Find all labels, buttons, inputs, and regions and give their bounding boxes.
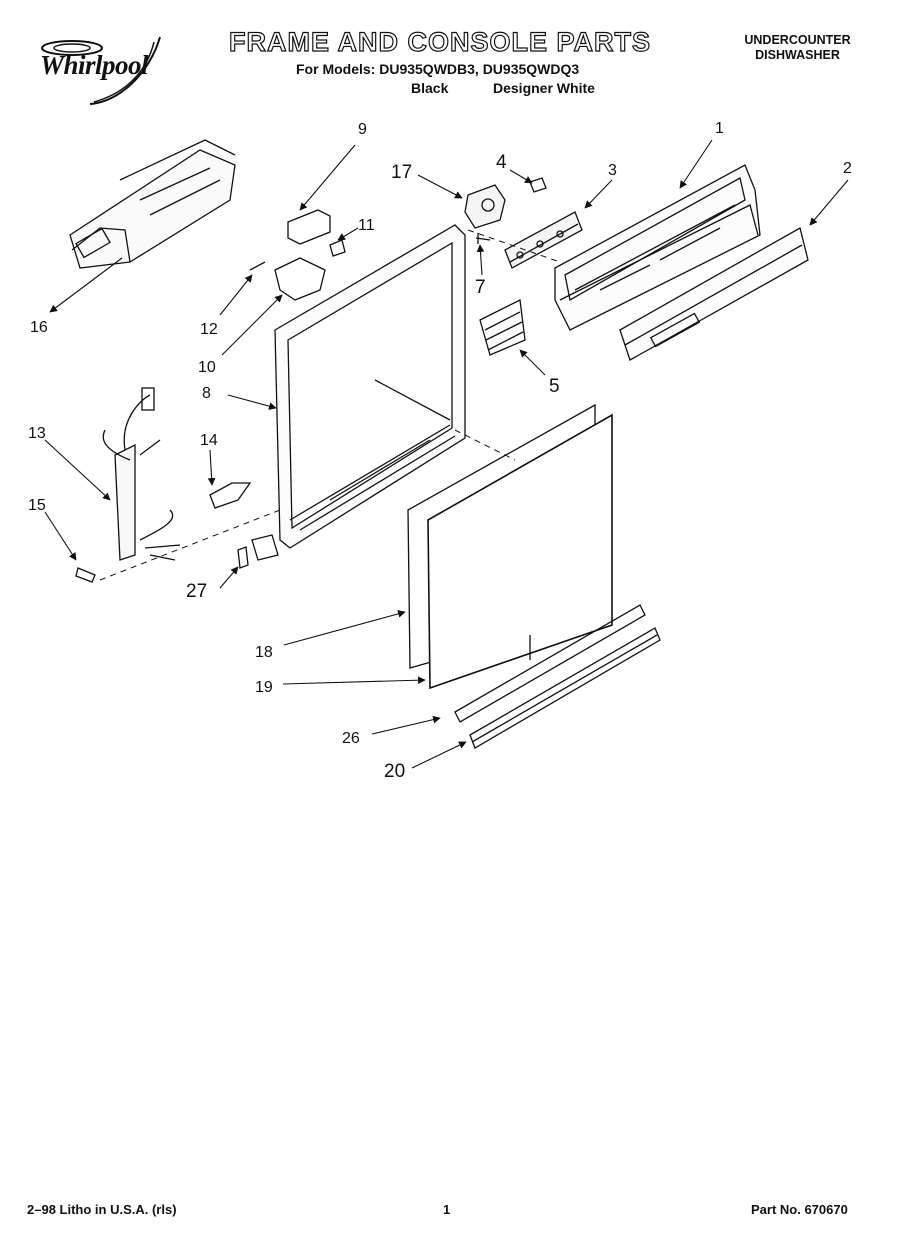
part-19-door-panel	[427, 413, 613, 690]
part-1-console	[554, 164, 761, 331]
litho-note: 2–98 Litho in U.S.A. (rls)	[27, 1202, 177, 1217]
callout-3: 3	[608, 162, 617, 179]
part-14-fuse	[209, 482, 252, 509]
callout-11: 11	[358, 217, 375, 234]
callout-7: 7	[475, 277, 486, 298]
color-white-label: Designer White	[493, 80, 595, 96]
page-number: 1	[443, 1202, 451, 1217]
page-title: FRAME AND CONSOLE PARTS	[228, 26, 652, 57]
part-7-screw	[475, 233, 491, 244]
part-9-latch	[287, 209, 331, 245]
callout-5: 5	[549, 376, 560, 397]
callout-12: 12	[200, 321, 218, 338]
callout-17: 17	[391, 162, 412, 183]
part-15-screw	[75, 567, 96, 583]
category-line-2: DISHWASHER	[755, 48, 840, 62]
brand-name: Whirlpool	[40, 50, 149, 80]
callout-16: 16	[30, 319, 48, 336]
part-2-panel-trim	[619, 227, 809, 361]
category-line-1: UNDERCOUNTER	[744, 33, 851, 47]
callout-15: 15	[28, 497, 46, 514]
part-number: Part No. 670670	[751, 1202, 848, 1217]
part-5-clips	[479, 299, 526, 356]
models-line: For Models: DU935QWDB3, DU935QWDQ3	[296, 61, 580, 77]
callout-14: 14	[200, 432, 218, 449]
part-12-spring	[249, 261, 266, 271]
part-8-door-frame	[274, 224, 466, 549]
callout-18: 18	[255, 644, 273, 661]
product-category: UNDERCOUNTER DISHWASHER	[720, 33, 875, 63]
part-3-control-board	[504, 211, 583, 269]
part-10-latch-housing	[274, 257, 326, 301]
callout-13: 13	[28, 425, 46, 442]
callout-27: 27	[186, 581, 207, 602]
callout-1: 1	[715, 120, 724, 137]
whirlpool-logo	[30, 32, 190, 112]
callout-20: 20	[384, 761, 405, 782]
part-13-wire-harness	[102, 387, 181, 561]
callout-8: 8	[202, 385, 211, 402]
part-27-bumper	[237, 534, 279, 569]
logo-swirl-icon	[41, 36, 161, 105]
callout-9: 9	[358, 121, 367, 138]
callout-26: 26	[342, 730, 360, 747]
part-20-bottom-trim	[469, 627, 661, 749]
callout-2: 2	[843, 160, 852, 177]
part-16-console-bracket	[69, 139, 236, 269]
callout-labels: 1 2 3 4 5 7 8 9 10 11 12 13 14 15 16 17 …	[28, 120, 852, 782]
callout-4: 4	[496, 152, 507, 173]
part-17-switch	[464, 184, 506, 229]
color-black-label: Black	[411, 80, 449, 96]
part-26-trim-strip	[454, 604, 646, 723]
callout-19: 19	[255, 679, 273, 696]
callout-10: 10	[198, 359, 216, 376]
part-11-connector	[329, 239, 346, 257]
part-4-knob	[529, 177, 547, 193]
